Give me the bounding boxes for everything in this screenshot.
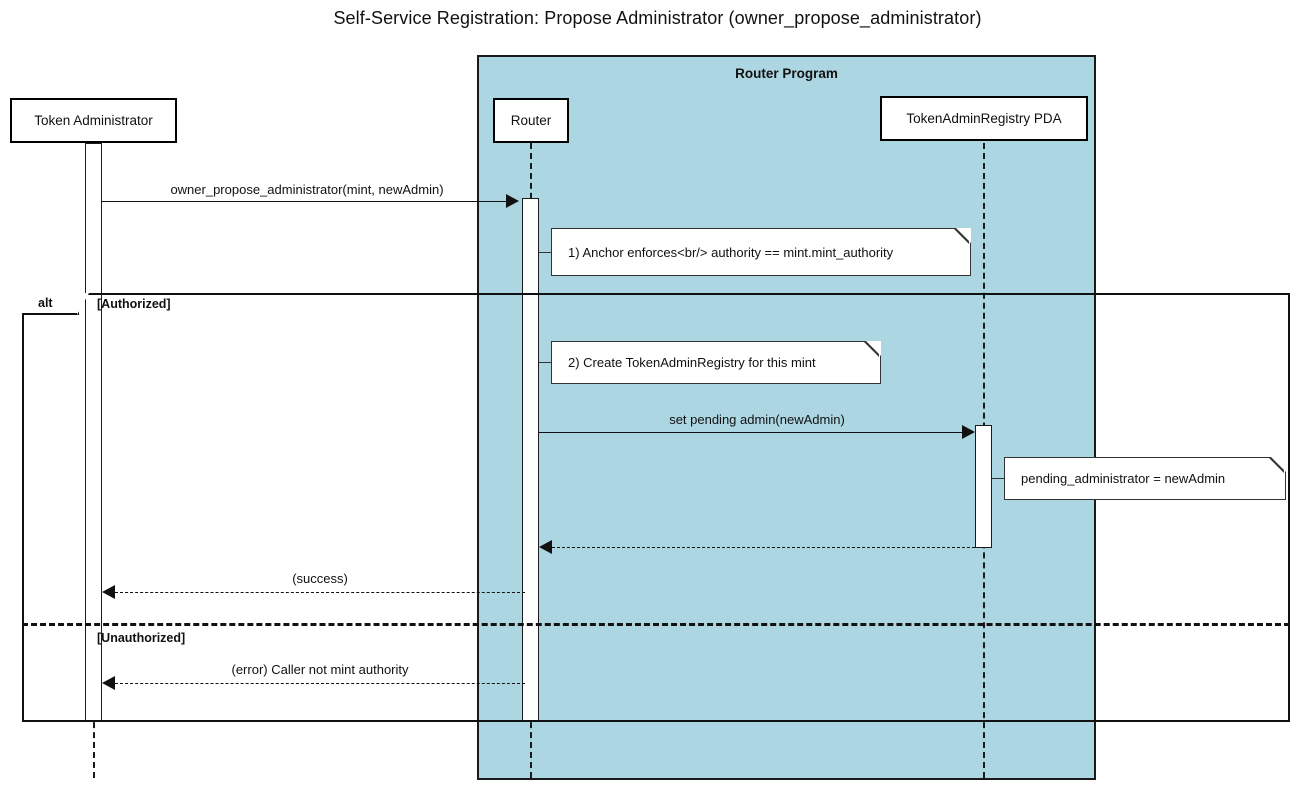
alt-fragment-label-box [22, 293, 89, 315]
participant-token-admin-registry-pda[interactable]: TokenAdminRegistry PDA [880, 96, 1088, 141]
alt-guard-authorized: [Authorized] [97, 297, 171, 311]
message-label-propose: owner_propose_administrator(mint, newAdm… [170, 182, 444, 197]
message-line-pda-return [552, 547, 975, 548]
message-label-error: (error) Caller not mint authority [231, 662, 409, 677]
participant-label-router: Router [510, 113, 552, 128]
participant-label-token-administrator: Token Administrator [34, 113, 153, 128]
note-text-anchor-enforces: 1) Anchor enforces<br/> authority == min… [568, 244, 894, 260]
note-fold-corner-icon [956, 228, 971, 243]
message-label-set-pending-admin: set pending admin(newAdmin) [669, 412, 845, 427]
participant-router[interactable]: Router [493, 98, 569, 143]
message-arrowhead-success [102, 585, 115, 599]
message-arrowhead-set-pending-admin [962, 425, 975, 439]
message-arrowhead-error [102, 676, 115, 690]
note-fold-corner-icon [1271, 457, 1286, 472]
note-fold-corner-icon [866, 341, 881, 356]
message-label-success: (success) [292, 571, 348, 586]
participant-token-administrator[interactable]: Token Administrator [10, 98, 177, 143]
group-title-router-program: Router Program [735, 66, 838, 81]
alt-fragment-divider [22, 623, 1290, 626]
note-connector-create-registry [539, 362, 552, 363]
message-arrowhead-pda-return [539, 540, 552, 554]
message-arrowhead-propose [506, 194, 519, 208]
note-text-pending-administrator: pending_administrator = newAdmin [1021, 471, 1226, 486]
alt-fragment-kind-label: alt [38, 296, 53, 310]
activation-router [522, 198, 539, 722]
message-line-set-pending-admin [539, 432, 963, 433]
activation-token-admin-registry-pda [975, 425, 992, 548]
note-pending-administrator: pending_administrator = newAdmin [1004, 457, 1286, 500]
group-box-router-program [477, 55, 1096, 780]
note-create-registry: 2) Create TokenAdminRegistry for this mi… [551, 341, 881, 384]
message-line-success [115, 592, 525, 593]
note-connector-pending-administrator [992, 478, 1005, 479]
message-line-propose [102, 201, 506, 202]
note-connector-anchor-enforces [539, 252, 552, 253]
message-line-error [115, 683, 525, 684]
note-anchor-enforces: 1) Anchor enforces<br/> authority == min… [551, 228, 971, 276]
note-text-create-registry: 2) Create TokenAdminRegistry for this mi… [568, 355, 816, 370]
participant-label-token-admin-registry-pda: TokenAdminRegistry PDA [906, 111, 1062, 126]
page-title: Self-Service Registration: Propose Admin… [333, 8, 982, 28]
alt-guard-unauthorized: [Unauthorized] [97, 631, 186, 645]
